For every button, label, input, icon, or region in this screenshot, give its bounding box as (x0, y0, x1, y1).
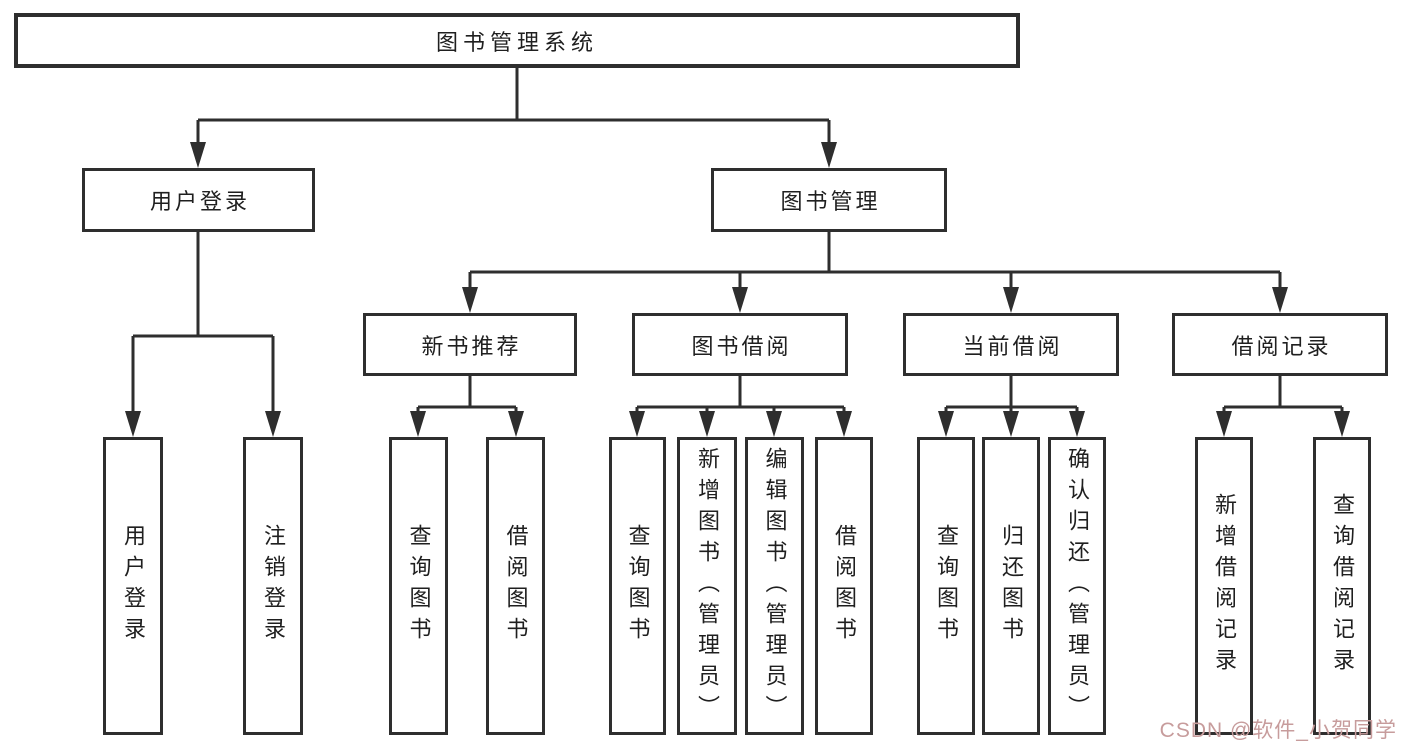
node-label: 用户登录 (149, 189, 250, 214)
node-new-book-recommend: 新书推荐 (363, 313, 577, 376)
connector-borrow-records-to-leaves (1216, 376, 1350, 437)
node-label: 确认归还（管理员） (1065, 446, 1090, 726)
node-book-borrowing: 图书借阅 (632, 313, 848, 376)
connector-new-book-recommend-to-leaves (410, 376, 524, 437)
node-label: 编辑图书（管理员） (762, 446, 788, 726)
node-label: 注销登录 (261, 524, 286, 648)
leaf-return-books: 归还图书 (982, 437, 1040, 735)
node-current-borrowing: 当前借阅 (903, 313, 1119, 376)
leaf-user-login: 用户登录 (103, 437, 163, 735)
node-label: 当前借阅 (962, 333, 1063, 359)
node-label: 新增图书（管理员） (695, 446, 720, 726)
connector-book-borrowing-to-leaves (629, 376, 852, 437)
node-label: 图书管理 (780, 189, 881, 214)
leaf-query-borrow-record: 查询借阅记录 (1313, 437, 1371, 735)
node-label: 图书借阅 (691, 333, 792, 359)
node-label: 用户登录 (121, 524, 146, 648)
leaf-add-borrow-record: 新增借阅记录 (1195, 437, 1253, 735)
node-label: 图书管理系统 (435, 29, 598, 55)
node-user-login: 用户登录 (82, 168, 315, 232)
leaf-logout-login: 注销登录 (243, 437, 303, 735)
leaf-query-books-current: 查询图书 (917, 437, 975, 735)
node-label: 归还图书 (999, 524, 1024, 648)
node-library-management-system: 图书管理系统 (14, 13, 1020, 68)
node-label: 借阅图书 (503, 524, 529, 648)
leaf-borrow-books-recommend: 借阅图书 (486, 437, 545, 735)
node-label: 查询图书 (406, 524, 432, 648)
leaf-add-book-admin: 新增图书（管理员） (677, 437, 737, 735)
connector-root-to-level1 (190, 68, 837, 168)
node-label: 新增借阅记录 (1212, 493, 1237, 679)
node-label: 查询借阅记录 (1330, 493, 1355, 679)
node-label: 查询图书 (625, 524, 651, 648)
connector-user-login-to-leaves (125, 232, 281, 437)
leaf-edit-book-admin: 编辑图书（管理员） (745, 437, 804, 735)
connector-current-borrowing-to-leaves (938, 376, 1085, 437)
connector-book-management-to-level2 (462, 232, 1288, 313)
node-label: 新书推荐 (421, 333, 522, 359)
node-label: 借阅图书 (832, 524, 857, 648)
csdn-watermark: CSDN @软件_小贺同学 (1159, 719, 1397, 742)
node-book-management: 图书管理 (711, 168, 947, 232)
node-label: 借阅记录 (1231, 333, 1332, 359)
leaf-query-books-recommend: 查询图书 (389, 437, 448, 735)
node-label: 查询图书 (934, 524, 959, 648)
leaf-borrow-books-borrowing: 借阅图书 (815, 437, 873, 735)
leaf-query-books-borrowing: 查询图书 (609, 437, 666, 735)
node-borrow-records: 借阅记录 (1172, 313, 1388, 376)
leaf-confirm-return-admin: 确认归还（管理员） (1048, 437, 1106, 735)
